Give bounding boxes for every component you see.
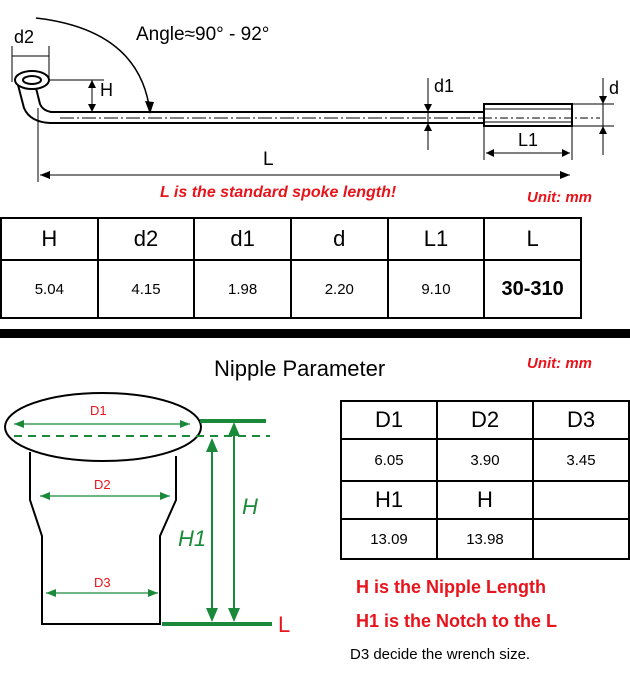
label-L-nipple: L: [278, 612, 291, 637]
nipple-header-cell: D3: [532, 400, 630, 440]
nipple-value-cell: 13.98: [436, 518, 534, 560]
label-D3: D3: [94, 575, 111, 590]
label-D2: D2: [94, 477, 111, 492]
spoke-value-cell: 4.15: [96, 259, 196, 319]
nipple-header-cell: D2: [436, 400, 534, 440]
spoke-length-note: L is the standard spoke length!: [160, 184, 397, 201]
nipple-header-cell: H: [436, 480, 534, 520]
spoke-thread: [483, 103, 600, 127]
nipple-unit: Unit: mm: [527, 355, 592, 372]
spoke-value-cell: 1.98: [193, 259, 292, 319]
spoke-header-cell: d1: [193, 217, 292, 261]
label-L1: L1: [518, 130, 539, 150]
nipple-note-notch: H1 is the Notch to the L: [356, 611, 558, 631]
nipple-spec-table: D1 D2 D3 6.05 3.90 3.45 H1 H 13.09 13.98: [340, 400, 630, 560]
nipple-value-cell: 6.05: [340, 438, 438, 482]
spoke-value-cell: 30-310: [483, 259, 582, 319]
nipple-value-cell: 13.09: [340, 518, 438, 560]
spoke-header-cell: L: [483, 217, 582, 261]
nipple-note-length: H is the Nipple Length: [356, 577, 547, 597]
spoke-table-value-row: 5.04 4.15 1.98 2.20 9.10 30-310: [0, 259, 582, 319]
nipple-value-cell: 3.45: [532, 438, 630, 482]
nipple-note-wrench: D3 decide the wrench size.: [350, 646, 531, 663]
label-H-nipple: H: [242, 494, 258, 519]
spoke-header-cell: d: [289, 217, 389, 261]
label-L: L: [263, 149, 274, 170]
nipple-table-row: H1 H: [340, 480, 630, 520]
nipple-header-cell: D1: [340, 400, 438, 440]
angle-label: Angle≈90° - 92°: [136, 24, 270, 45]
spoke-value-cell: 9.10: [386, 259, 486, 319]
nipple-value-cell: [532, 518, 630, 560]
spoke-head: [14, 70, 53, 124]
spoke-value-cell: 2.20: [289, 259, 389, 319]
spoke-header-cell: L1: [386, 217, 486, 261]
spoke-unit: Unit: mm: [527, 189, 592, 206]
spoke-header-cell: d2: [96, 217, 196, 261]
label-d1: d1: [434, 76, 455, 96]
label-D1: D1: [90, 403, 107, 418]
label-H: H: [100, 80, 113, 100]
label-d: d: [609, 78, 620, 98]
nipple-table-row: 13.09 13.98: [340, 518, 630, 560]
spoke-value-cell: 5.04: [0, 259, 99, 319]
nipple-value-cell: 3.90: [436, 438, 534, 482]
nipple-header-cell: H1: [340, 480, 438, 520]
spoke-header-cell: H: [0, 217, 99, 261]
label-d2: d2: [14, 27, 35, 47]
nipple-table-row: D1 D2 D3: [340, 400, 630, 440]
spoke-table-header-row: H d2 d1 d L1 L: [0, 217, 582, 261]
nipple-title: Nipple Parameter: [214, 356, 386, 381]
nipple-table-row: 6.05 3.90 3.45: [340, 438, 630, 482]
spoke-shaft: [50, 111, 484, 124]
nipple-drawing: [4, 392, 202, 625]
nipple-header-cell: [532, 480, 630, 520]
spoke-spec-table: H d2 d1 d L1 L 5.04 4.15 1.98 2.20 9.10 …: [0, 217, 582, 319]
section-separator: [0, 329, 630, 338]
label-H1: H1: [178, 526, 207, 551]
